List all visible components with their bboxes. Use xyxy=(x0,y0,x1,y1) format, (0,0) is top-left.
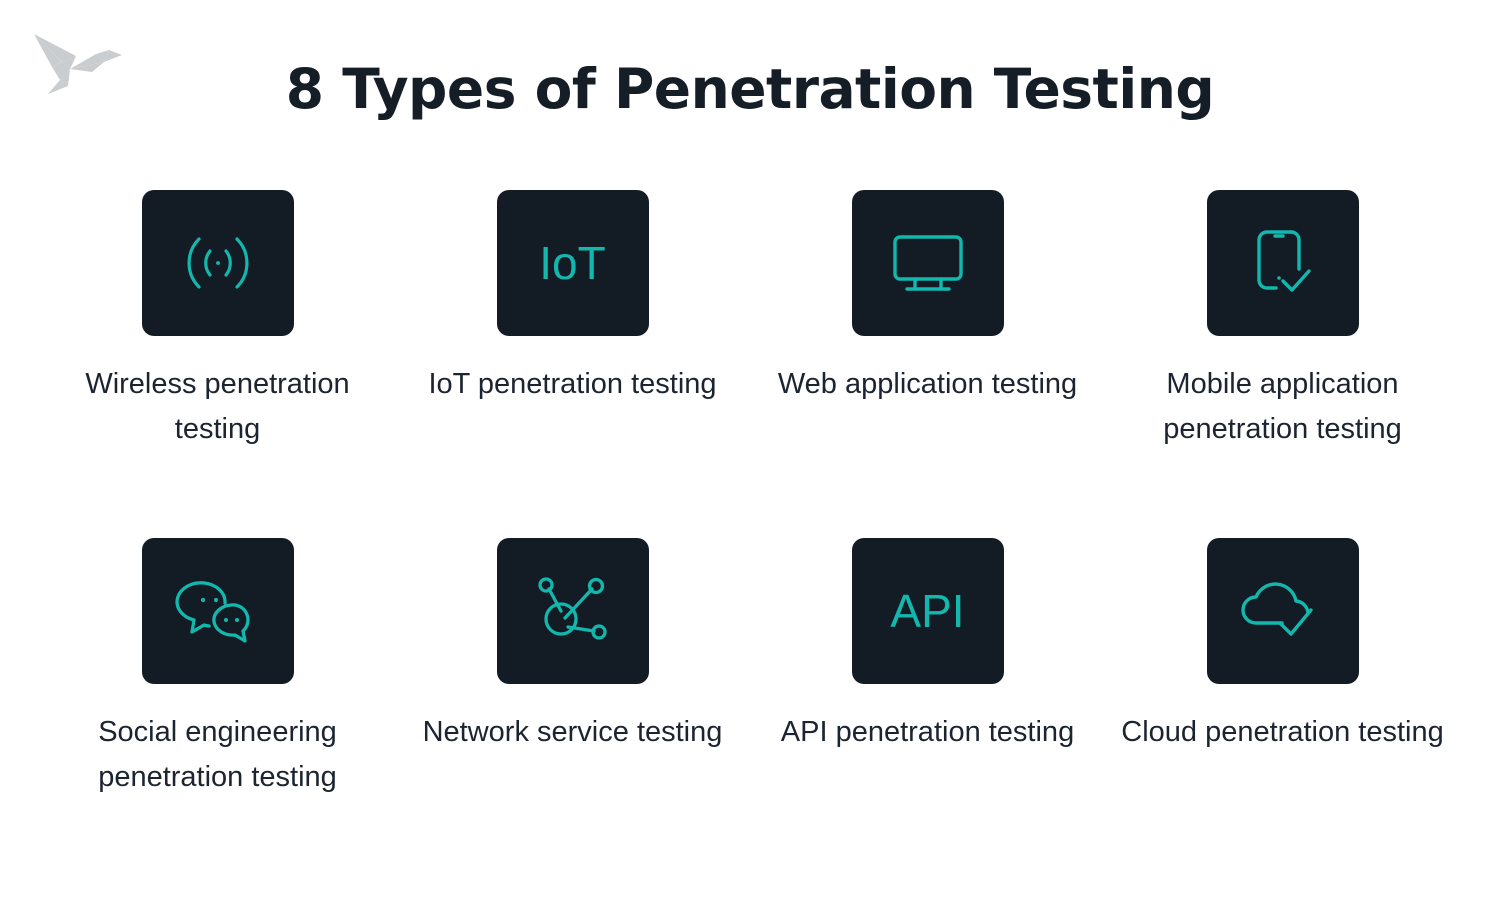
label-network-service: Network service testing xyxy=(422,716,723,748)
page-title: 8 Types of Penetration Testing xyxy=(285,57,1215,121)
label-web-application: Web application testing xyxy=(777,368,1078,400)
iot-text-icon: IoT xyxy=(539,237,606,289)
label-mobile-application: Mobile application penetration testing xyxy=(1163,368,1402,445)
api-text-icon: API xyxy=(890,585,965,637)
cloud-check-icon xyxy=(1240,577,1326,645)
penetration-testing-grid: Wireless penetration testing IoT IoT pen… xyxy=(40,190,1460,800)
grid-item-api: API API penetration testing xyxy=(750,538,1105,800)
grid-item-cloud: Cloud penetration testing xyxy=(1105,538,1460,800)
grid-item-wireless: Wireless penetration testing xyxy=(40,190,395,452)
wireless-signal-icon xyxy=(173,230,263,296)
tile-social-engineering xyxy=(141,538,294,684)
chat-bubbles-icon xyxy=(174,574,261,648)
label-api: API penetration testing xyxy=(780,716,1075,748)
tile-cloud xyxy=(1206,538,1359,684)
tile-network-service xyxy=(496,538,649,684)
grid-item-web-application: Web application testing xyxy=(750,190,1105,452)
tile-api: API xyxy=(851,538,1004,684)
label-wireless: Wireless penetration testing xyxy=(85,368,350,445)
tile-wireless xyxy=(141,190,294,336)
grid-item-mobile-application: Mobile application penetration testing xyxy=(1105,190,1460,452)
monitor-icon xyxy=(888,229,968,297)
origami-bird-logo xyxy=(30,22,126,98)
grid-item-network-service: Network service testing xyxy=(395,538,750,800)
grid-item-social-engineering: Social engineering penetration testing xyxy=(40,538,395,800)
mobile-phone-check-icon xyxy=(1248,226,1318,300)
tile-iot: IoT xyxy=(496,190,649,336)
grid-item-iot: IoT IoT penetration testing xyxy=(395,190,750,452)
tile-web-application xyxy=(851,190,1004,336)
label-social-engineering: Social engineering penetration testing xyxy=(98,716,337,793)
label-iot: IoT penetration testing xyxy=(428,368,717,400)
tile-mobile-application xyxy=(1206,190,1359,336)
network-nodes-icon xyxy=(535,574,611,648)
label-cloud: Cloud penetration testing xyxy=(1121,716,1444,748)
